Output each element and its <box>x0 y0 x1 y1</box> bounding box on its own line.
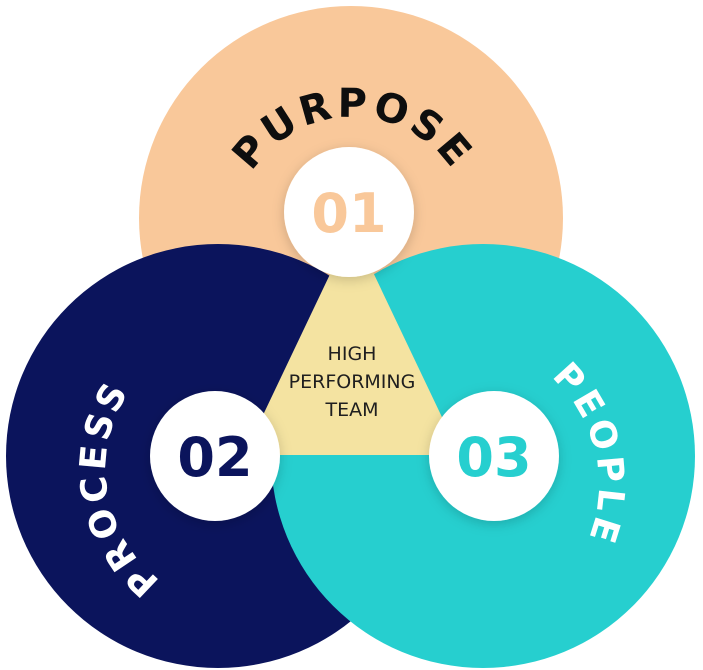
purpose-badge-circle-icon <box>284 147 414 277</box>
center-text-line1: HIGH <box>328 343 377 365</box>
purpose-number: 01 <box>311 182 386 245</box>
people-badge-circle-icon <box>429 391 559 521</box>
process-number: 02 <box>177 426 252 489</box>
purpose-badge: 01 <box>284 147 414 277</box>
center-triangle <box>244 228 460 455</box>
people-badge: 03 <box>429 391 559 521</box>
people-number: 03 <box>456 426 531 489</box>
center-text-line2: PERFORMING <box>289 371 416 393</box>
process-badge-circle-icon <box>150 391 280 521</box>
process-badge: 02 <box>150 391 280 521</box>
center-text-line3: TEAM <box>324 399 378 421</box>
